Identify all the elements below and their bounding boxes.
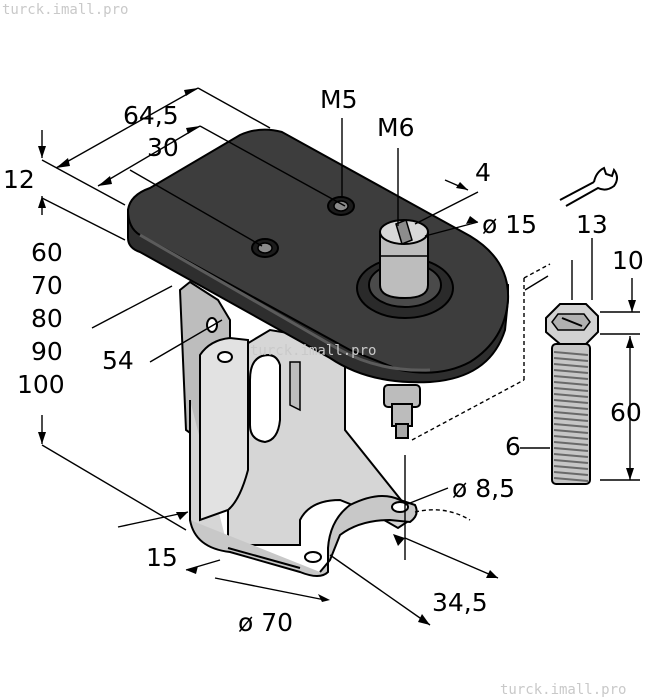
dim-height-70: 70: [31, 271, 63, 300]
dim-hole-diameter: ø 8,5: [452, 474, 516, 503]
screw-thread-line: [553, 393, 589, 398]
watermark-center: turck.imall.pro: [250, 343, 377, 359]
screw-thread-line: [553, 471, 589, 476]
screw-thread-line: [553, 357, 589, 362]
dimension-arrows: [38, 88, 636, 625]
dim-shaft-flat: 4: [475, 158, 491, 187]
screw-thread-line: [553, 465, 589, 470]
dim-height-60: 60: [31, 238, 63, 267]
screw-thread-line: [553, 435, 589, 440]
dim-height-options: 60 70 80 90 100: [17, 240, 65, 397]
screw-thread-line: [553, 399, 589, 404]
screw-thread-line: [553, 441, 589, 446]
screw-thread-line: [553, 381, 589, 386]
screw-thread-line: [553, 459, 589, 464]
screw-thread-line: [553, 405, 589, 410]
watermark-bottom: turck.imall.pro: [500, 682, 627, 698]
screw-thread-line: [553, 369, 589, 374]
screw-threads: [553, 351, 589, 482]
mounting-bracket: [178, 280, 418, 577]
screw-thread-line: [553, 477, 589, 482]
dim-shaft-diameter: ø 15: [482, 210, 538, 239]
dim-screw-head: 10: [612, 246, 644, 275]
dim-width-total: 64,5: [123, 101, 179, 130]
sensor-housing: [126, 128, 510, 384]
dim-clearance-diameter: ø 70: [238, 608, 294, 637]
screw-thread-line: [553, 447, 589, 452]
screw-thread-line: [553, 387, 589, 392]
fixing-screw: [545, 303, 599, 485]
dim-height-80: 80: [31, 304, 63, 333]
screw-thread-line: [553, 351, 589, 356]
dim-depth: 54: [102, 346, 134, 375]
screw-thread-line: [553, 417, 589, 422]
dim-base-width: 34,5: [432, 588, 488, 617]
dim-wrench-size: 13: [576, 210, 608, 239]
dim-screw-thread: 6: [505, 432, 521, 461]
dim-thread-shaft: M6: [377, 113, 415, 142]
dim-height-90: 90: [31, 337, 63, 366]
screw-thread-line: [553, 429, 589, 434]
dimension-lines: [41, 87, 640, 626]
dim-plate-thickness: 12: [3, 165, 35, 194]
dim-base-offset: 15: [146, 543, 178, 572]
screw-thread-line: [553, 375, 589, 380]
lower-shaft: [383, 384, 421, 439]
screw-thread-line: [553, 363, 589, 368]
dim-thread-top: M5: [320, 85, 358, 114]
dim-height-100: 100: [17, 370, 65, 399]
screw-thread-line: [553, 411, 589, 416]
dim-screw-length: 60: [610, 398, 642, 427]
watermark-top: turck.imall.pro: [2, 2, 129, 18]
wrench-icon: [559, 166, 618, 207]
screw-thread-line: [553, 453, 589, 458]
screw-thread-line: [553, 423, 589, 428]
dim-width-holes: 30: [147, 133, 179, 162]
